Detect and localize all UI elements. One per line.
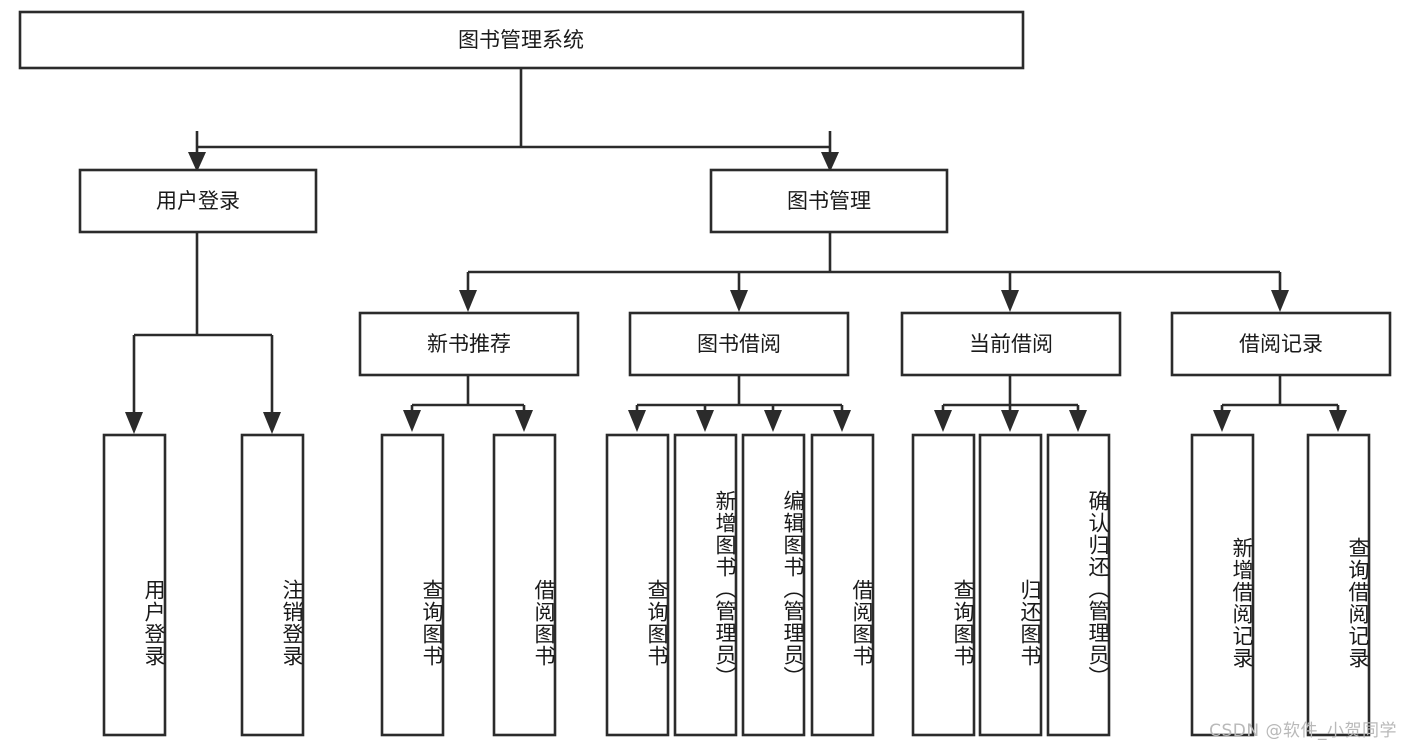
connector-root-to-level2 [188, 68, 839, 172]
leaf-box-currentborrow-1[interactable] [978, 433, 1043, 737]
connector-userlogin-to-leaves [125, 232, 281, 434]
node-borrow-record-box[interactable] [1170, 311, 1392, 377]
node-book-borrow-label: 图书借阅 [697, 332, 781, 356]
node-borrow-record[interactable]: 借阅记录 [1170, 311, 1392, 377]
arrow-head-icon [125, 412, 143, 434]
node-book-management-label: 图书管理 [787, 189, 871, 213]
node-new-book-recommend-label: 新书推荐 [427, 332, 511, 356]
arrow-head-icon [764, 410, 782, 432]
node-borrow-record-label: 借阅记录 [1239, 332, 1323, 356]
arrow-head-icon [1213, 410, 1231, 432]
leaf-box-currentborrow-0[interactable] [911, 433, 976, 737]
arrow-head-icon [1271, 290, 1289, 312]
node-user-login[interactable]: 用户登录 [78, 168, 318, 234]
node-root-label: 图书管理系统 [458, 28, 584, 52]
connector-bookmgmt-to-level3 [459, 232, 1289, 312]
leaf-box-newbook-0[interactable] [380, 433, 445, 737]
node-root[interactable]: 图书管理系统 [18, 10, 1025, 70]
arrow-head-icon [821, 152, 839, 172]
leaf-box-newbook-1[interactable] [492, 433, 557, 737]
leaf-box-user-login-0[interactable] [102, 433, 167, 737]
node-user-login-box[interactable] [78, 168, 318, 234]
leaf-box-borrowrecord-0[interactable] [1190, 433, 1255, 737]
leaf-box-borrowrecord-1[interactable] [1306, 433, 1371, 737]
arrow-head-icon [934, 410, 952, 432]
node-book-management-box[interactable] [709, 168, 949, 234]
leaf-box-bookborrow-1[interactable] [673, 433, 738, 737]
arrow-head-icon [1001, 290, 1019, 312]
arrow-head-icon [403, 410, 421, 432]
arrow-head-icon [459, 290, 477, 312]
arrow-head-icon [188, 152, 206, 172]
leaf-box-bookborrow-3[interactable] [810, 433, 875, 737]
node-root-box[interactable] [18, 10, 1025, 70]
arrow-head-icon [696, 410, 714, 432]
leaf-box-currentborrow-2[interactable] [1046, 433, 1111, 737]
node-book-borrow[interactable]: 图书借阅 [628, 311, 850, 377]
arrow-head-icon [730, 290, 748, 312]
arrow-head-icon [833, 410, 851, 432]
arrow-head-icon [1001, 410, 1019, 432]
node-user-login-label: 用户登录 [156, 189, 240, 213]
node-new-book-recommend-box[interactable] [358, 311, 580, 377]
watermark-text: CSDN @软件_小贺同学 [1209, 721, 1397, 741]
node-current-borrow[interactable]: 当前借阅 [900, 311, 1122, 377]
connector-borrowrecord-to-leaves [1213, 375, 1347, 432]
node-book-management[interactable]: 图书管理 [709, 168, 949, 234]
connector-currentborrow-to-leaves [934, 375, 1087, 432]
leaf-box-bookborrow-2[interactable] [741, 433, 806, 737]
node-new-book-recommend[interactable]: 新书推荐 [358, 311, 580, 377]
connector-newbook-to-leaves [403, 375, 533, 432]
arrow-head-icon [1329, 410, 1347, 432]
node-current-borrow-label: 当前借阅 [969, 332, 1053, 356]
connector-bookborrow-to-leaves [628, 375, 851, 432]
node-book-borrow-box[interactable] [628, 311, 850, 377]
leaf-box-bookborrow-0[interactable] [605, 433, 670, 737]
node-current-borrow-box[interactable] [900, 311, 1122, 377]
arrow-head-icon [628, 410, 646, 432]
arrow-head-icon [515, 410, 533, 432]
arrow-head-icon [1069, 410, 1087, 432]
leaf-box-user-login-1[interactable] [240, 433, 305, 737]
arrow-head-icon [263, 412, 281, 434]
